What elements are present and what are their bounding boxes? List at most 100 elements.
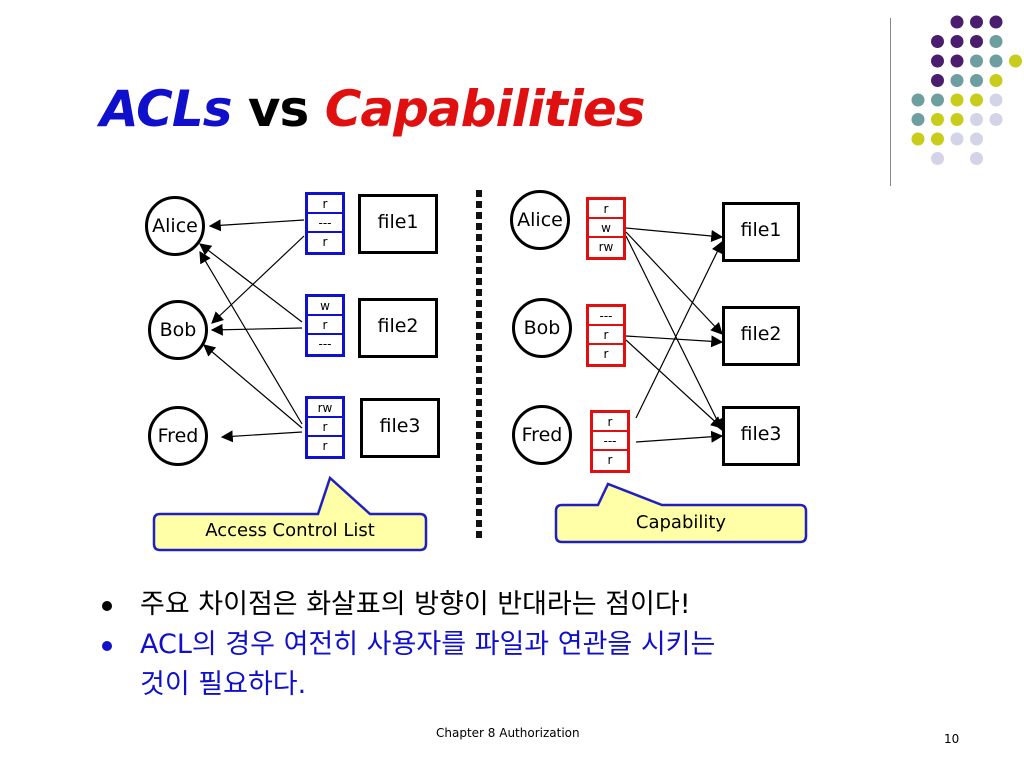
cap-list-alice: r w rw xyxy=(586,197,626,260)
acl-callout-shape xyxy=(152,475,428,552)
cap-entry: rw xyxy=(598,240,614,254)
acl-file3: file3 xyxy=(360,398,440,458)
cap-callout-label: Capability xyxy=(635,512,727,533)
cap-entry: --- xyxy=(593,432,627,451)
decor-dot xyxy=(989,35,1003,48)
cap-file3: file3 xyxy=(722,406,800,466)
acl-entry: w xyxy=(308,297,342,316)
bullet-item: 주요 차이점은 화살표의 방향이 반대라는 점이다! xyxy=(100,585,715,625)
cap-arrow-fred-f3 xyxy=(635,430,724,443)
cap-entry: r xyxy=(607,453,613,467)
acl-arrow-f2-bob xyxy=(210,323,303,336)
cap-entry: r xyxy=(603,347,609,361)
cap-entry: w xyxy=(589,219,623,238)
decor-dot xyxy=(931,54,944,68)
cap-arrow-alice-f1 xyxy=(625,227,724,242)
bullet-dot-icon xyxy=(102,641,112,651)
page-number: 10 xyxy=(944,732,960,746)
decorative-dot-grid xyxy=(911,15,1022,165)
acl-arrow-f3-fred xyxy=(220,430,303,443)
cap-arrow-alice-f2 xyxy=(625,231,723,335)
decor-dot xyxy=(970,113,983,126)
decor-dot xyxy=(989,15,1003,29)
cap-list-bob: --- r r xyxy=(586,304,626,367)
acl-list-file2: w r --- xyxy=(305,294,345,357)
bullet-dot-icon xyxy=(102,601,112,611)
cap-user-fred: Fred xyxy=(512,405,572,465)
bullet-text: ACL의 경우 여전히 사용자를 파일과 연관을 시키는 xyxy=(140,629,716,660)
decor-dot xyxy=(911,93,925,107)
cap-file2: file2 xyxy=(722,306,800,366)
decor-dot xyxy=(950,132,964,146)
acl-arrow-f1-alice xyxy=(208,219,305,232)
cap-user-alice: Alice xyxy=(510,190,570,250)
decor-dot xyxy=(989,93,1003,107)
cap-entry: r xyxy=(589,200,623,219)
acl-list-file1: r --- r xyxy=(305,192,345,255)
bullet-list: 주요 차이점은 화살표의 방향이 반대라는 점이다! ACL의 경우 여전히 사… xyxy=(100,585,715,705)
decor-dot xyxy=(989,54,1003,68)
acl-entry: r xyxy=(308,195,342,214)
decor-dot xyxy=(950,35,964,48)
acl-arrow-f2-alice xyxy=(199,243,303,323)
decor-dot xyxy=(970,93,983,107)
decor-dot xyxy=(931,35,944,48)
decor-dot xyxy=(970,132,983,146)
acl-arrow-f3-bob xyxy=(203,344,303,429)
cap-list-fred: r --- r xyxy=(590,410,630,473)
decor-dot xyxy=(931,113,944,126)
cap-entry: r xyxy=(593,413,627,432)
acl-entry: --- xyxy=(318,337,332,351)
acl-entry: r xyxy=(322,235,328,249)
decor-dot xyxy=(931,93,944,107)
decor-dot xyxy=(950,74,964,87)
bullet-item: ACL의 경우 여전히 사용자를 파일과 연관을 시키는 것이 필요하다. xyxy=(100,625,715,705)
decor-dot xyxy=(989,74,1003,87)
decor-dot xyxy=(1009,54,1022,68)
decor-dot xyxy=(931,152,944,165)
acl-entry: r xyxy=(308,316,342,335)
cap-file1: file1 xyxy=(722,202,800,262)
divider-dashed-line xyxy=(476,190,482,542)
decor-dot xyxy=(970,35,983,48)
decor-dot xyxy=(950,15,964,29)
decor-dot xyxy=(950,93,964,107)
cap-callout-shape xyxy=(554,482,808,544)
decorative-divider xyxy=(890,18,891,186)
title-capabilities: Capabilities xyxy=(324,80,646,138)
acl-list-file3: rw r r xyxy=(305,396,345,459)
decor-dot xyxy=(950,113,964,126)
acl-user-alice: Alice xyxy=(145,196,205,256)
acl-arrow-f3-alice xyxy=(199,250,303,425)
decor-dot xyxy=(970,74,983,87)
cap-arrow-alice-f3 xyxy=(625,235,723,432)
acl-arrow-f1-fred xyxy=(211,235,305,324)
bullet-text-continued: 것이 필요하다. xyxy=(140,669,307,700)
decor-dot xyxy=(989,113,1003,126)
decor-dot xyxy=(970,152,983,165)
decor-dot xyxy=(911,113,925,126)
decor-dot xyxy=(931,132,944,146)
cap-arrow-fred-f1 xyxy=(635,240,723,419)
acl-entry: rw xyxy=(308,399,342,418)
title-vs: vs xyxy=(247,80,309,138)
decor-dot xyxy=(970,54,983,68)
page-title: ACLs vs Capabilities xyxy=(100,80,646,138)
cap-entry: --- xyxy=(589,307,623,326)
acl-user-bob: Bob xyxy=(148,300,208,360)
acl-file2: file2 xyxy=(358,298,438,358)
bullet-text: 주요 차이점은 화살표의 방향이 반대라는 점이다! xyxy=(140,589,691,620)
acl-entry: --- xyxy=(308,214,342,233)
footer-text: Chapter 8 Authorization xyxy=(436,726,580,740)
title-acls: ACLs xyxy=(100,80,232,138)
acl-entry: r xyxy=(322,439,328,453)
acl-entry: r xyxy=(308,418,342,437)
decor-dot xyxy=(911,132,925,146)
acl-user-fred: Fred xyxy=(148,406,208,466)
decor-dot xyxy=(950,54,964,68)
cap-arrow-bob-f3 xyxy=(625,339,723,429)
acl-callout-label: Access Control List xyxy=(205,520,375,541)
decor-dot xyxy=(931,74,944,87)
acl-file1: file1 xyxy=(358,194,438,254)
